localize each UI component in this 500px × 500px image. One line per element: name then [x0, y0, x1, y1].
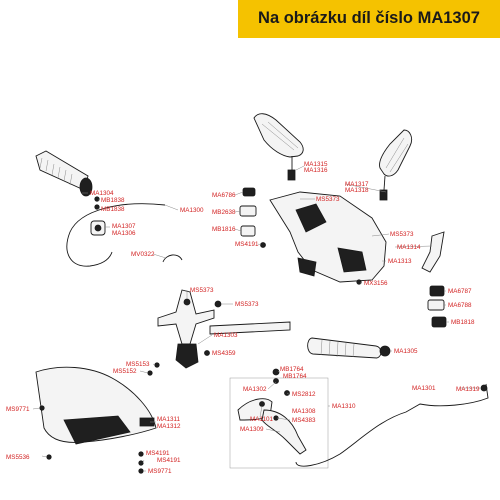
handlebar [157, 289, 291, 369]
label-mb1818: MB1818 [451, 319, 475, 326]
cover-clips [239, 187, 266, 248]
label-ms9771-low: MS9771 [148, 468, 172, 475]
label-ms5152: MS5152 [113, 368, 137, 375]
label-ma1311: MA1311 [157, 416, 180, 423]
label-ma6786: MA6786 [212, 192, 236, 199]
label-ms5373-right: MS5373 [390, 231, 414, 238]
label-mb1838-b: MB1838 [101, 206, 125, 213]
label-mb2638: MB2638 [212, 209, 236, 216]
label-ma1319: MA1319 [456, 386, 480, 393]
right-grip [307, 337, 391, 359]
label-ma1318: MA1318 [345, 187, 369, 194]
label-leaders [32, 165, 480, 472]
label-ms4359: MS4359 [212, 350, 236, 357]
label-ms9771-left: MS9771 [6, 406, 30, 413]
lower-handlebar-cover [35, 366, 157, 445]
throttle-cable [66, 203, 166, 267]
part-number-banner: Na obrázku díl číslo MA1307 [238, 0, 500, 38]
left-grip [35, 150, 93, 197]
left-mirror [253, 113, 304, 181]
label-ms4191-low2: MS4191 [157, 457, 181, 464]
label-ma1315: MA1315 [304, 161, 328, 168]
label-ms5536: MS5536 [6, 454, 30, 461]
label-ma1306: MA1306 [112, 230, 136, 237]
lower-cover-screws [39, 362, 160, 474]
cable-clamp [162, 254, 183, 263]
label-ma1307: MA1307 [112, 223, 136, 230]
label-ma1303: MA1303 [214, 332, 238, 339]
label-ms5153: MS5153 [126, 361, 150, 368]
label-ms4191-low: MS4191 [146, 450, 170, 457]
brake-cable [295, 383, 489, 467]
label-ms5373-bar2: MS5373 [235, 301, 259, 308]
label-ms4383: MS4383 [292, 417, 316, 424]
label-mb1764-a: MB1764 [280, 366, 304, 373]
label-ma1314: MA1314 [397, 244, 421, 251]
label-ms5373-bar1: MS5373 [190, 287, 214, 294]
label-ma1301: MA1301 [412, 385, 436, 392]
clip-ma1314 [421, 231, 445, 273]
label-mb1764-b: MB1764 [283, 373, 307, 380]
label-mb1816: MB1816 [212, 226, 236, 233]
label-ma1305: MA1305 [394, 348, 418, 355]
left-switch-parts [90, 196, 106, 236]
label-ms2812: MS2812 [292, 391, 316, 398]
label-ma6788: MA6788 [448, 302, 472, 309]
label-ma1304: MA1304 [90, 190, 114, 197]
banner-title: Na obrázku díl číslo MA1307 [258, 9, 480, 27]
upper-handlebar-cover [269, 191, 387, 283]
label-mx3156: MX3156 [364, 280, 388, 287]
brake-lever-assembly [229, 368, 329, 469]
label-ma1312: MA1312 [157, 423, 181, 430]
label-ma1316: MA1316 [304, 167, 328, 174]
label-ma1317: MA1317 [345, 181, 369, 188]
label-ma1308: MA1308 [292, 408, 316, 415]
label-ma1310: MA1310 [332, 403, 356, 410]
label-ms5373-top: MS5373 [316, 196, 340, 203]
cable-end-ma1319 [480, 384, 488, 392]
label-ma1313: MA1313 [388, 258, 412, 265]
label-mv0322: MV0322 [131, 251, 155, 258]
right-mirror [379, 129, 413, 201]
label-ma1309: MA1309 [240, 426, 264, 433]
right-switch-parts [356, 279, 447, 328]
bolt-ms4359 [204, 350, 210, 356]
label-mb1838: MB1838 [101, 197, 125, 204]
label-ma1101: MA1101 [250, 416, 273, 423]
label-ma1300: MA1300 [180, 207, 204, 214]
label-ms4191-mid: MS4191 [235, 241, 259, 248]
part-labels: MA1304 MB1838 MB1838 MA1300 MA1307 MA130… [6, 161, 480, 475]
label-ma6787: MA6787 [448, 288, 472, 295]
label-ma1302: MA1302 [243, 386, 267, 393]
